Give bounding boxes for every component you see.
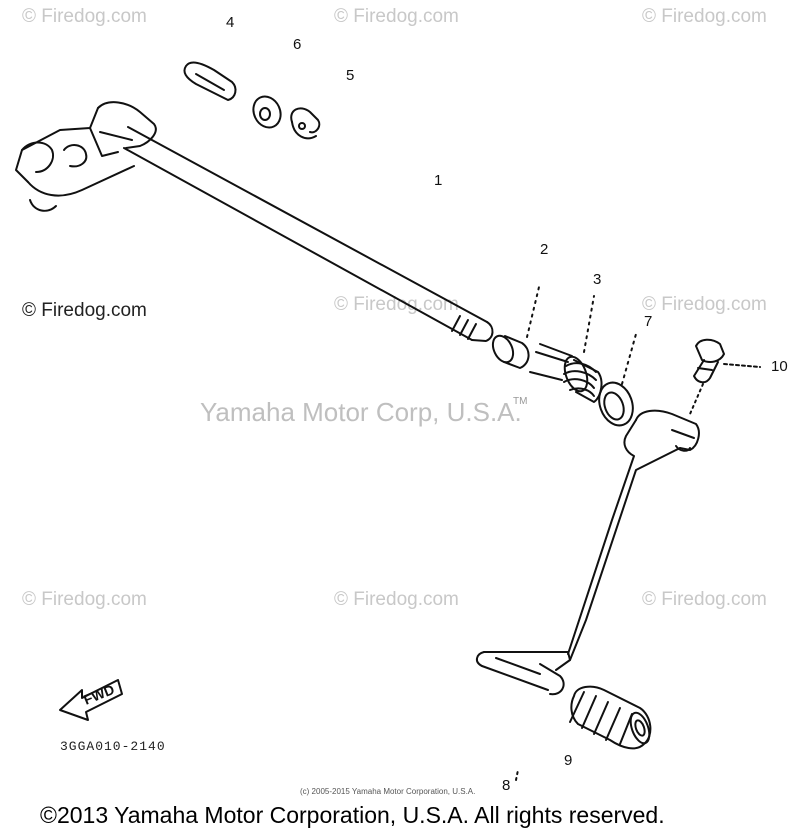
watermark-top-center: © Firedog.com <box>334 6 459 27</box>
watermark-top-left: © Firedog.com <box>22 6 147 27</box>
footer-copyright: ©2013 Yamaha Motor Corporation, U.S.A. A… <box>40 802 665 828</box>
watermark-top-right: © Firedog.com <box>642 6 767 27</box>
circlip-part <box>290 107 321 140</box>
callout-4: 4 <box>226 14 235 31</box>
callout-8: 8 <box>502 777 511 794</box>
watermark-center-yamaha: Yamaha Motor Corp, U.S.A. <box>200 397 522 427</box>
part-code: 3GGA010-2140 <box>60 739 166 754</box>
watermark-mid-center: © Firedog.com <box>334 294 459 315</box>
watermark-low-right: © Firedog.com <box>642 589 767 610</box>
small-copyright: (c) 2005-2015 Yamaha Motor Corporation, … <box>300 787 476 796</box>
spring-part <box>529 295 603 403</box>
callout-5: 5 <box>346 67 355 84</box>
callout-7: 7 <box>644 313 653 330</box>
watermark-low-center: © Firedog.com <box>334 589 459 610</box>
washer-part <box>252 95 282 129</box>
pin-part <box>183 61 237 101</box>
collar-part <box>491 286 540 369</box>
callout-1: 1 <box>434 172 443 189</box>
watermark-low-left: © Firedog.com <box>22 589 147 610</box>
watermark-mid-right: © Firedog.com <box>642 294 767 315</box>
fwd-arrow-icon <box>59 679 123 721</box>
shift-shaft-part <box>15 101 494 342</box>
callout-6: 6 <box>293 36 302 53</box>
fwd-label: FWD <box>81 681 117 708</box>
watermark-mid-left: © Firedog.com <box>22 300 147 321</box>
pedal-rubber-part <box>569 685 652 750</box>
callout-2: 2 <box>540 241 549 258</box>
seal-part <box>598 333 637 427</box>
callout-3: 3 <box>593 271 602 288</box>
trademark-mark: TM <box>513 396 528 407</box>
callout-10: 10 <box>771 358 788 375</box>
callout-9: 9 <box>564 752 573 769</box>
bolt-part <box>689 338 761 415</box>
shift-pedal-part <box>476 409 700 781</box>
